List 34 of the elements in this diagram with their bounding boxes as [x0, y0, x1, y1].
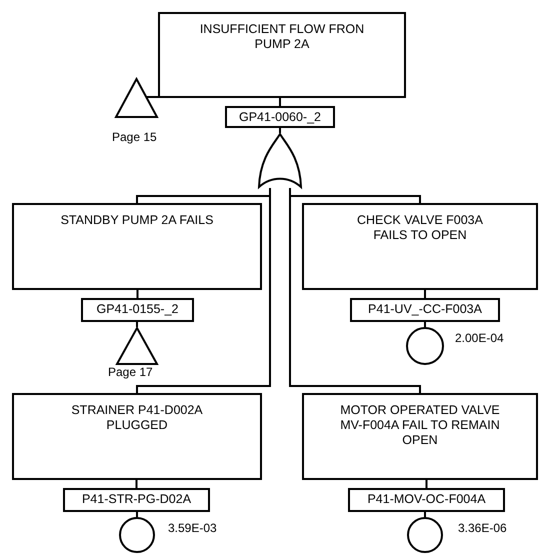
basic-event-circle — [406, 327, 444, 365]
connector-line — [136, 322, 138, 327]
gate-id-label: GP41-0060-_2 — [225, 106, 335, 128]
event-box: STRAINER P41-D002A PLUGGED — [12, 393, 262, 480]
probability-label: 2.00E-04 — [455, 331, 504, 345]
connector-line — [136, 290, 138, 298]
basic-event-circle — [407, 517, 443, 553]
probability-label: 3.36E-06 — [458, 521, 507, 535]
event-box: STANDBY PUMP 2A FAILS — [12, 203, 262, 290]
page-reference: Page 15 — [112, 130, 157, 144]
transfer-triangle — [115, 78, 158, 118]
connector-line — [146, 96, 158, 98]
event-box: INSUFFICIENT FLOW FRON PUMP 2A — [158, 12, 406, 98]
connector-line — [136, 480, 138, 488]
connector-line — [424, 322, 426, 327]
connector-line — [279, 128, 281, 133]
event-box: CHECK VALVE F003A FAILS TO OPEN — [302, 203, 538, 290]
gate-id-label: P41-STR-PG-D02A — [63, 488, 210, 512]
basic-event-circle — [119, 517, 155, 553]
or-gate — [258, 133, 302, 188]
gate-id-label: GP41-0155-_2 — [81, 298, 194, 322]
connector-line — [136, 512, 138, 517]
connector-line — [424, 512, 426, 517]
gate-id-label: P41-UV_-CC-F003A — [350, 298, 500, 322]
connector-line — [426, 480, 428, 488]
probability-label: 3.59E-03 — [168, 521, 217, 535]
page-reference: Page 17 — [108, 365, 153, 379]
transfer-triangle — [116, 327, 158, 365]
gate-id-label: P41-MOV-OC-F004A — [348, 488, 505, 512]
connector-line — [424, 290, 426, 298]
event-box: MOTOR OPERATED VALVE MV-F004A FAIL TO REMAIN OPEN — [302, 393, 538, 480]
connector-line — [136, 188, 271, 393]
connector-line — [289, 188, 421, 393]
connector-line — [279, 98, 281, 106]
